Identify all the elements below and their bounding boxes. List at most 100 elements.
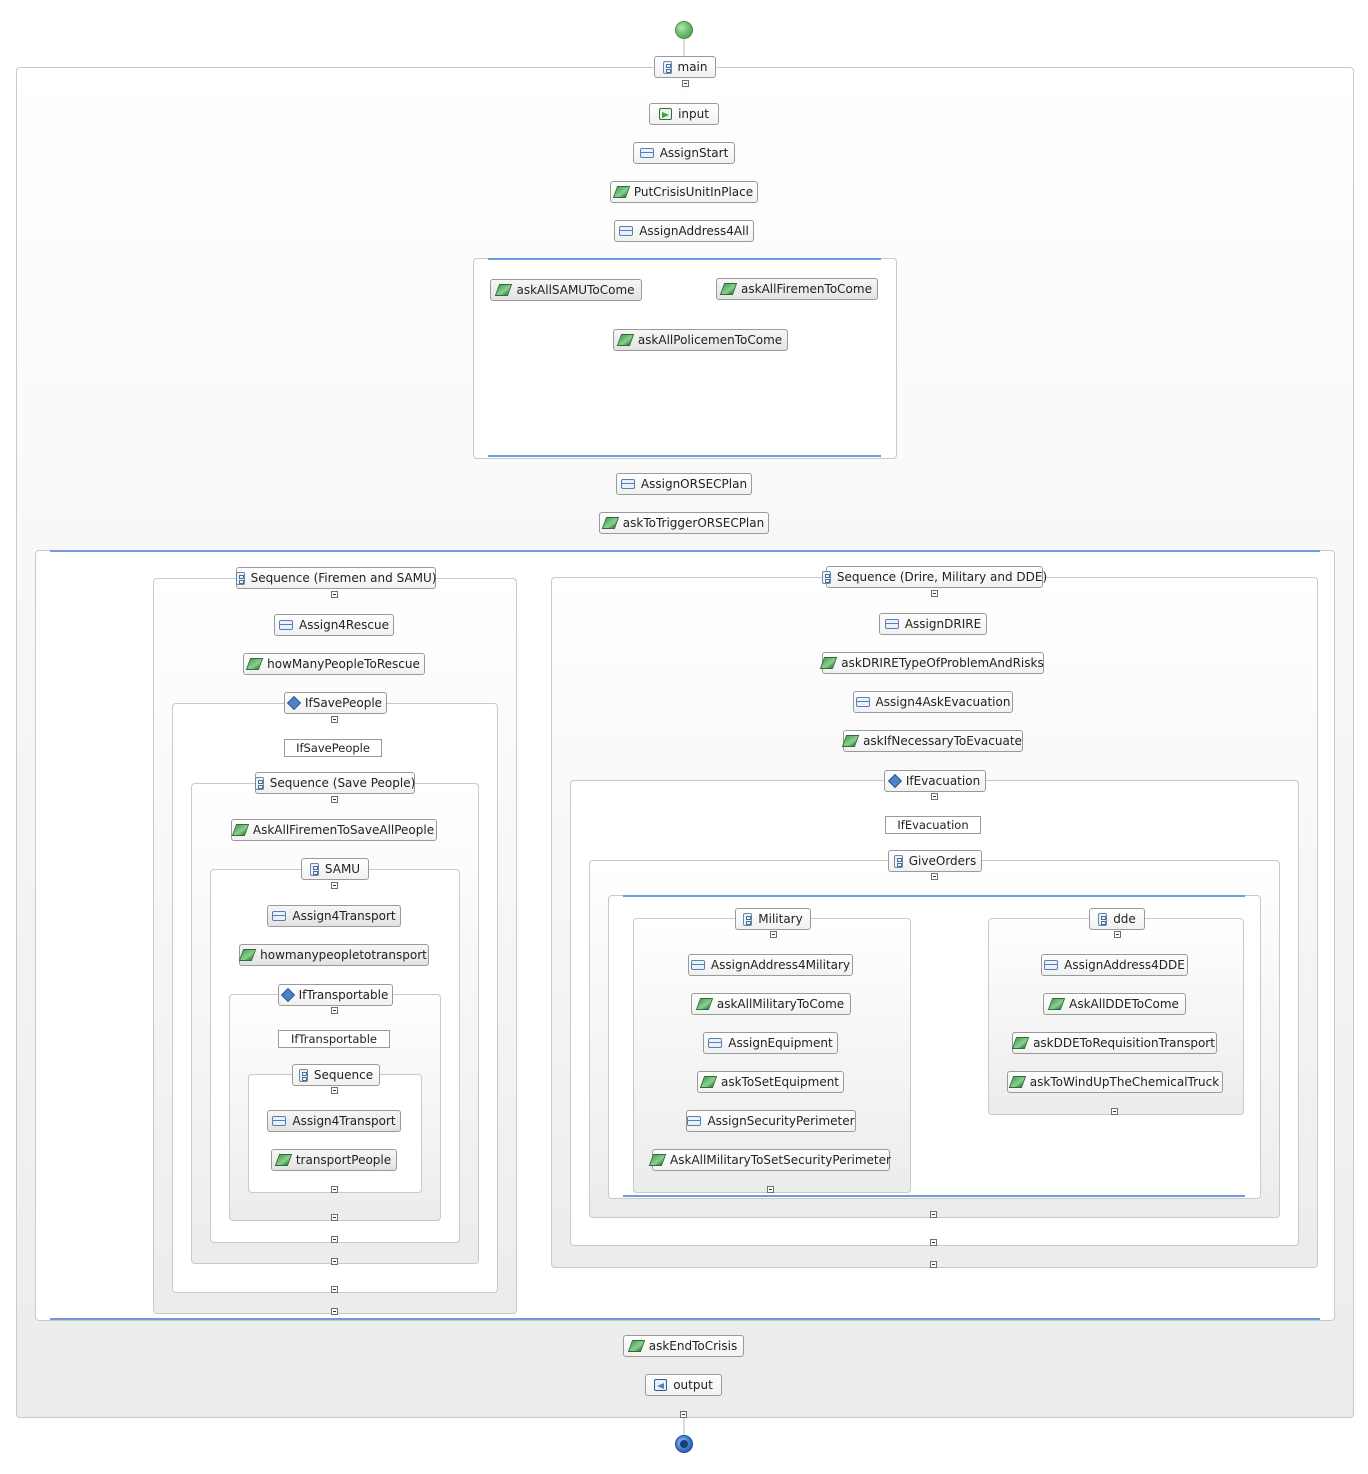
collapse-toggle[interactable] <box>930 1261 937 1268</box>
assign-transport-node[interactable]: Assign4Transport <box>267 905 401 927</box>
sequence-icon <box>298 1068 308 1082</box>
sequence-icon <box>1098 912 1108 926</box>
node-label: input <box>678 107 709 121</box>
reply-icon <box>654 1379 668 1391</box>
samu-sequence-node[interactable]: SAMU <box>301 858 369 880</box>
node-label: SAMU <box>324 862 361 876</box>
ask-all-firemen-node[interactable]: askAllFiremenToCome <box>716 278 878 300</box>
sequence-drire-node[interactable]: Sequence (Drire, Military and DDE) <box>821 566 1047 588</box>
collapse-toggle[interactable] <box>680 1411 687 1418</box>
assign-address-military-node[interactable]: AssignAddress4Military <box>688 954 853 976</box>
ask-drire-node[interactable]: askDRIRETypeOfProblemAndRisks <box>820 652 1044 674</box>
collapse-toggle[interactable] <box>331 1087 338 1094</box>
assign-start-node[interactable]: AssignStart <box>633 142 735 164</box>
collapse-toggle[interactable] <box>931 873 938 880</box>
collapse-toggle[interactable] <box>930 1239 937 1246</box>
assign-drire-node[interactable]: AssignDRIRE <box>879 613 987 635</box>
node-label: Sequence (Firemen and SAMU) <box>250 571 437 585</box>
collapse-toggle[interactable] <box>331 1236 338 1243</box>
collapse-toggle[interactable] <box>930 1211 937 1218</box>
collapse-toggle[interactable] <box>331 591 338 598</box>
ask-set-equipment-node[interactable]: askToSetEquipment <box>697 1071 844 1093</box>
collapse-toggle[interactable] <box>931 793 938 800</box>
if-icon <box>280 987 295 1003</box>
collapse-toggle[interactable] <box>770 931 777 938</box>
ask-all-dde-node[interactable]: AskAllDDEToCome <box>1043 993 1186 1015</box>
node-label: IfSavePeople <box>304 696 383 710</box>
military-sequence-node[interactable]: Military <box>735 908 811 930</box>
sequence-firemen-samu-node[interactable]: Sequence (Firemen and SAMU) <box>235 567 437 589</box>
ask-wind-up-truck-node[interactable]: askToWindUpTheChemicalTruck <box>1007 1071 1223 1093</box>
ask-all-policemen-node[interactable]: askAllPolicemenToCome <box>613 329 788 351</box>
node-label: dde <box>1113 912 1136 926</box>
node-label: output <box>673 1378 713 1392</box>
inner-sequence-node[interactable]: Sequence <box>292 1064 380 1086</box>
collapse-toggle[interactable] <box>682 80 689 87</box>
collapse-toggle[interactable] <box>331 1186 338 1193</box>
invoke-icon <box>274 1154 293 1166</box>
node-label: howManyPeopleToRescue <box>267 657 420 671</box>
assign-icon <box>708 1038 723 1048</box>
node-label: AssignDRIRE <box>904 617 982 631</box>
collapse-toggle[interactable] <box>767 1186 774 1193</box>
collapse-toggle[interactable] <box>331 882 338 889</box>
collapse-toggle[interactable] <box>331 716 338 723</box>
ask-military-security-node[interactable]: AskAllMilitaryToSetSecurityPerimeter <box>648 1149 891 1171</box>
give-orders-node[interactable]: GiveOrders <box>888 850 982 872</box>
if-evacuation-node[interactable]: IfEvacuation <box>884 770 986 792</box>
assign-icon <box>884 619 899 629</box>
dde-sequence-node[interactable]: dde <box>1089 908 1145 930</box>
collapse-toggle[interactable] <box>331 1286 338 1293</box>
assign-icon <box>855 697 870 707</box>
node-label: GiveOrders <box>908 854 977 868</box>
assign-orsec-node[interactable]: AssignORSECPlan <box>616 473 752 495</box>
ask-dde-requisition-node[interactable]: askDDEToRequisitionTransport <box>1011 1032 1217 1054</box>
collapse-toggle[interactable] <box>331 1258 338 1265</box>
put-crisis-unit-node[interactable]: PutCrisisUnitInPlace <box>610 181 758 203</box>
if-save-people-condition[interactable]: IfSavePeople <box>284 739 382 757</box>
assign-icon <box>272 911 287 921</box>
collapse-toggle[interactable] <box>331 1214 338 1221</box>
how-many-rescue-node[interactable]: howManyPeopleToRescue <box>243 653 425 675</box>
assign-icon <box>1044 960 1059 970</box>
node-label: AskAllFiremenToSaveAllPeople <box>252 823 435 837</box>
output-reply-node[interactable]: output <box>645 1374 722 1396</box>
collapse-toggle[interactable] <box>1111 1108 1118 1115</box>
assign-ask-evac-node[interactable]: Assign4AskEvacuation <box>853 691 1013 713</box>
node-label: AssignStart <box>659 146 729 160</box>
end-event-icon[interactable] <box>675 1435 693 1453</box>
main-sequence-node[interactable]: main <box>654 56 716 78</box>
how-many-transport-node[interactable]: howmanypeopletotransport <box>238 944 429 966</box>
assign-rescue-node[interactable]: Assign4Rescue <box>274 614 394 636</box>
if-transportable-condition[interactable]: IfTransportable <box>278 1030 390 1048</box>
start-event-icon[interactable] <box>675 21 693 39</box>
assign-equipment-node[interactable]: AssignEquipment <box>703 1032 838 1054</box>
assign-security-perimeter-node[interactable]: AssignSecurityPerimeter <box>686 1110 856 1132</box>
ask-all-samu-node[interactable]: askAllSAMUToCome <box>490 279 642 301</box>
collapse-toggle[interactable] <box>331 1007 338 1014</box>
flow-bar-orders-bottom <box>623 1195 1245 1197</box>
ask-if-evac-node[interactable]: askIfNecessaryToEvacuate <box>841 730 1023 752</box>
ask-trigger-orsec-node[interactable]: askToTriggerORSECPlan <box>599 512 769 534</box>
collapse-toggle[interactable] <box>331 1308 338 1315</box>
node-label: Assign4Rescue <box>299 618 389 632</box>
ask-end-crisis-node[interactable]: askEndToCrisis <box>623 1335 744 1357</box>
node-label: AskAllDDEToCome <box>1069 997 1179 1011</box>
assign-address-all-node[interactable]: AssignAddress4All <box>614 220 754 242</box>
invoke-icon <box>648 1154 667 1166</box>
collapse-toggle[interactable] <box>331 796 338 803</box>
assign-address-dde-node[interactable]: AssignAddress4DDE <box>1041 954 1188 976</box>
assign-transport-2-node[interactable]: Assign4Transport <box>267 1110 401 1132</box>
if-evacuation-condition[interactable]: IfEvacuation <box>885 816 981 834</box>
sequence-save-people-node[interactable]: Sequence (Save People) <box>254 772 415 794</box>
collapse-toggle[interactable] <box>931 590 938 597</box>
transport-people-node[interactable]: transportPeople <box>271 1149 397 1171</box>
ask-firemen-save-node[interactable]: AskAllFiremenToSaveAllPeople <box>231 819 437 841</box>
flow-bar-branches-top <box>50 550 1320 552</box>
collapse-toggle[interactable] <box>1114 931 1121 938</box>
if-transportable-node[interactable]: IfTransportable <box>278 984 393 1006</box>
input-receive-node[interactable]: input <box>649 103 719 125</box>
if-save-people-node[interactable]: IfSavePeople <box>284 692 387 714</box>
ask-all-military-node[interactable]: askAllMilitaryToCome <box>691 993 851 1015</box>
invoke-icon <box>238 949 257 961</box>
